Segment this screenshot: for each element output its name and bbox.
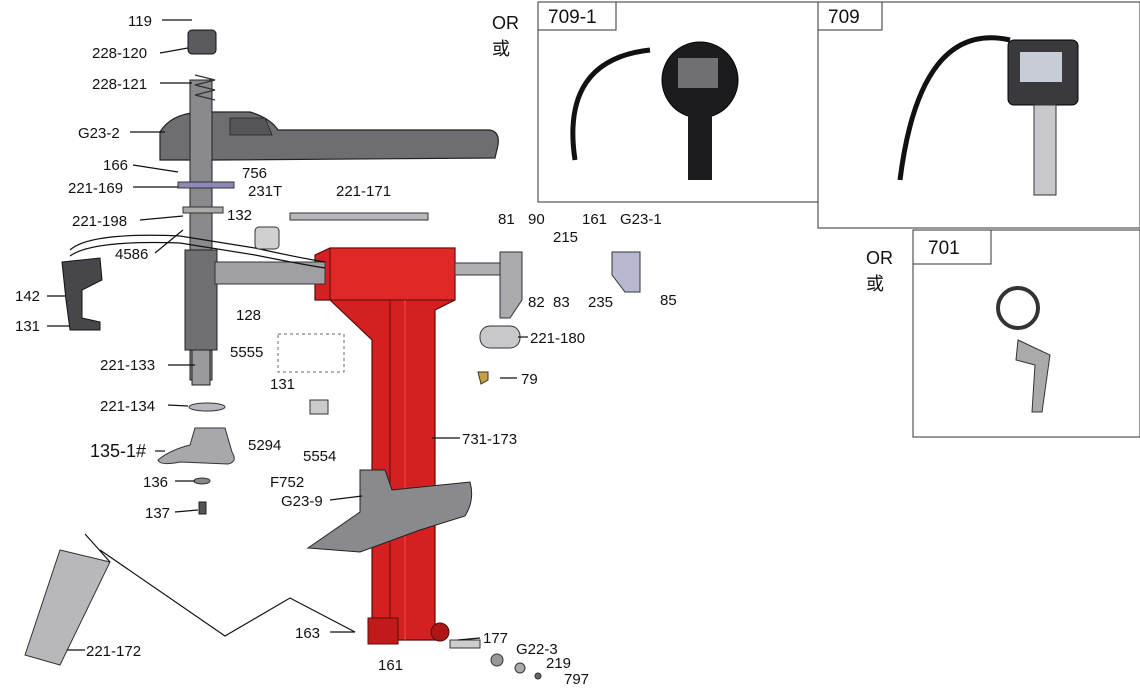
label-161-b: 161 bbox=[378, 657, 403, 674]
label-228-120: 228-120 bbox=[92, 45, 147, 62]
horizontal-beam bbox=[214, 261, 326, 285]
label-756: 756 bbox=[242, 165, 267, 182]
label-5294: 5294 bbox=[248, 437, 281, 454]
washer-221-134 bbox=[188, 402, 226, 412]
label-221-172: 221-172 bbox=[86, 643, 141, 660]
or-label-2-cn: 或 bbox=[866, 274, 884, 294]
air-hose-2 bbox=[69, 241, 326, 269]
label-163: 163 bbox=[295, 625, 320, 642]
label-221-198: 221-198 bbox=[72, 213, 127, 230]
label-161: 161 bbox=[582, 211, 607, 228]
slide-g23-9 bbox=[306, 469, 473, 553]
air-hose bbox=[69, 234, 326, 263]
or-label-1: OR bbox=[492, 13, 519, 33]
label-136: 136 bbox=[143, 474, 168, 491]
plate-g23-1 bbox=[611, 251, 641, 293]
label-119: 119 bbox=[128, 13, 152, 30]
label-4586: 4586 bbox=[115, 246, 148, 263]
label-g23-2: G23-2 bbox=[78, 125, 120, 142]
cylinder-221-172 bbox=[24, 533, 111, 666]
box-label-709-1: 709-1 bbox=[548, 7, 597, 28]
label-131: 131 bbox=[15, 318, 40, 335]
label-221-180: 221-180 bbox=[530, 330, 585, 347]
label-128: 128 bbox=[236, 307, 261, 324]
label-85: 85 bbox=[660, 292, 677, 309]
label-82: 82 bbox=[528, 294, 545, 311]
cylinder-leader bbox=[99, 549, 356, 637]
label-215: 215 bbox=[553, 229, 578, 246]
label-83: 83 bbox=[553, 294, 570, 311]
label-235: 235 bbox=[588, 294, 613, 311]
label-g22-3: G22-3 bbox=[516, 641, 558, 658]
label-142: 142 bbox=[15, 288, 40, 305]
leader-lines bbox=[47, 19, 528, 651]
pin-177 bbox=[449, 639, 481, 649]
mount-head-135-1 bbox=[157, 402, 235, 515]
label-731-173: 731-173 bbox=[462, 431, 517, 448]
label-131-b: 131 bbox=[270, 376, 295, 393]
or-label-2: OR bbox=[866, 248, 893, 268]
label-221-169: 221-169 bbox=[68, 180, 123, 197]
mount-arm-g23-2 bbox=[159, 111, 499, 161]
label-177: 177 bbox=[483, 630, 508, 647]
part-labels: 119 228-120 228-121 G23-2 166 756 221-16… bbox=[15, 13, 677, 688]
label-5555: 5555 bbox=[230, 344, 263, 361]
bracket-81 bbox=[499, 251, 523, 319]
label-5554: 5554 bbox=[303, 448, 336, 465]
label-166: 166 bbox=[103, 157, 128, 174]
box-label-709: 709 bbox=[828, 7, 860, 28]
label-221-171: 221-171 bbox=[336, 183, 391, 200]
label-79: 79 bbox=[521, 371, 538, 388]
box-label-701: 701 bbox=[928, 238, 960, 259]
label-221-134: 221-134 bbox=[100, 398, 155, 415]
vertical-shaft bbox=[177, 29, 235, 386]
label-221-133: 221-133 bbox=[100, 357, 155, 374]
roller-221-180 bbox=[479, 325, 521, 349]
label-g23-1: G23-1 bbox=[620, 211, 662, 228]
label-231t: 231T bbox=[248, 183, 282, 200]
label-90: 90 bbox=[528, 211, 545, 228]
fitting-79 bbox=[477, 371, 489, 385]
rail-221-171 bbox=[289, 212, 429, 221]
option-709-1-panel bbox=[537, 1, 819, 203]
label-228-121: 228-121 bbox=[92, 76, 147, 93]
label-g23-9: G23-9 bbox=[281, 493, 323, 510]
label-797: 797 bbox=[564, 671, 589, 688]
label-f752: F752 bbox=[270, 474, 304, 491]
option-701-panel bbox=[912, 229, 1140, 438]
part-231t bbox=[254, 226, 280, 250]
spring-228-121 bbox=[194, 74, 216, 101]
label-135-1: 135-1# bbox=[90, 441, 146, 461]
label-219: 219 bbox=[546, 655, 571, 672]
label-137: 137 bbox=[145, 505, 170, 522]
or-label-1-cn: 或 bbox=[492, 39, 510, 59]
knob-228-120 bbox=[187, 29, 217, 55]
option-709-panel bbox=[817, 1, 1140, 229]
main-column-731-173 bbox=[314, 247, 456, 645]
handle-142 bbox=[61, 257, 103, 331]
kit-5555-box bbox=[277, 333, 345, 373]
option-labels: OR 或 709-1 709 OR 或 701 bbox=[492, 7, 960, 294]
label-132: 132 bbox=[227, 207, 252, 224]
label-81: 81 bbox=[498, 211, 515, 228]
